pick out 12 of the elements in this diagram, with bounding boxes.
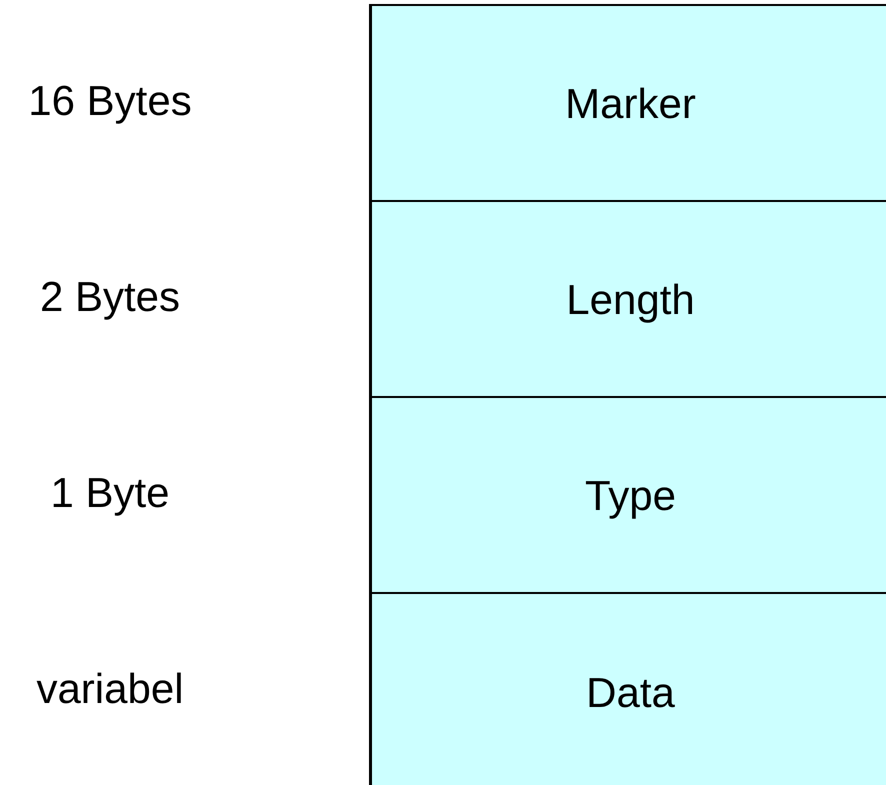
size-label: variabel <box>35 665 185 713</box>
size-label: 1 Byte <box>49 469 171 517</box>
field-box <box>369 200 886 397</box>
field-name: Marker <box>565 80 696 128</box>
field-name: Type <box>584 472 676 520</box>
size-label: 2 Bytes <box>38 273 182 321</box>
size-label: 16 Bytes <box>27 77 193 125</box>
field-box <box>369 592 886 785</box>
field-box <box>369 4 886 202</box>
field-name: Length <box>566 276 695 324</box>
field-name: Data <box>586 669 675 717</box>
field-box <box>369 396 886 593</box>
